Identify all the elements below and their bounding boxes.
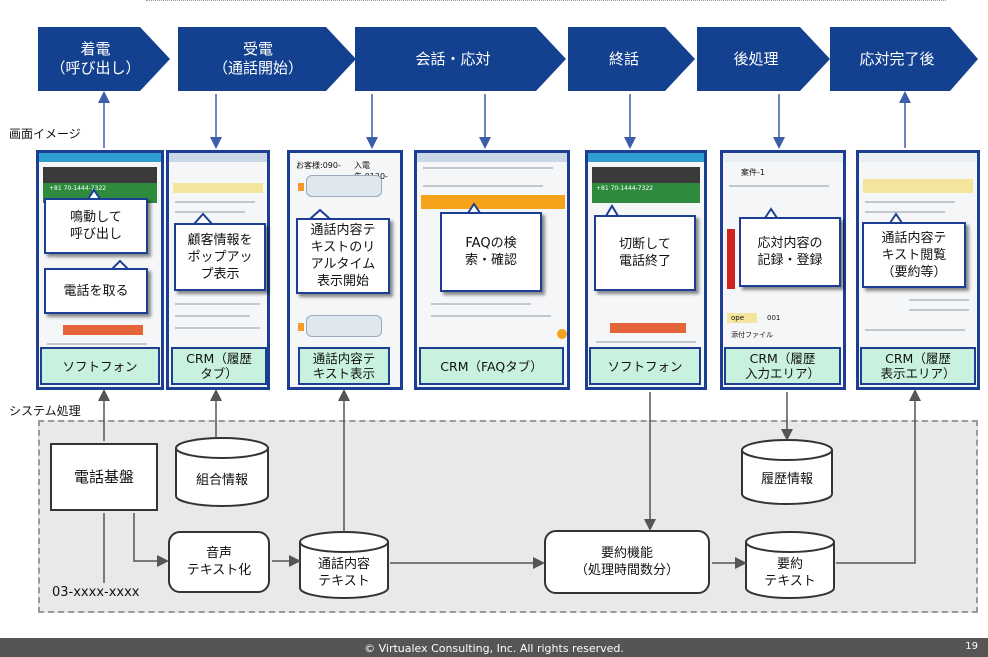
flow-step-hangup: 終話 [608,49,639,68]
flow-step-ringing: 着電 （呼び出し） [50,40,141,77]
summary-text-label: 要約 テキスト [764,557,816,589]
callout-review: 通話内容テ キスト閲覧 （要約等） [862,222,966,288]
flow-step-conversation: 会話・応対 [415,49,491,68]
system-process-label: システム処理 [9,404,81,418]
page-number: 19 [965,641,978,652]
s6-ope: ope [731,314,745,322]
label-softphone-1: ソフトフォン [40,347,160,385]
callout-ringing: 鳴動して 呼び出し [44,198,148,254]
flow-step-postprocess: 後処理 [733,49,779,68]
label-crm-faq-tab: CRM（FAQタブ） [419,347,564,385]
label-crm-history-input: CRM（履歴 入力エリア） [724,347,841,385]
label-transcript-display: 通話内容テ キスト表示 [298,347,390,385]
flow-step-answer: 受電 （通話開始） [212,40,303,77]
callout-faq: FAQの検 索・確認 [440,212,542,292]
cylinder-call-text [299,531,389,599]
node-phone-base: 電話基盤 [50,443,158,511]
callout-hangup: 切断して 電話終了 [594,215,696,291]
cylinders [175,437,835,599]
top-rule [146,0,946,2]
callout-record: 応対内容の 記録・登録 [739,217,841,287]
flow-chevrons [38,27,978,91]
screen-image-label: 画面イメージ [9,127,81,141]
flow-step-complete: 応対完了後 [859,49,935,68]
callout-realtime: 通話内容テ キストのリ アルタイム 表示開始 [296,218,390,294]
call-text-label: 通話内容 テキスト [317,557,370,589]
chevron-3 [355,27,566,91]
label-crm-history-tab: CRM（履歴 タブ） [171,347,267,385]
history-info-label: 履歴情報 [760,471,813,487]
label-crm-history-display: CRM（履歴 表示エリア） [860,347,976,385]
chevron-1 [38,27,170,91]
chevron-5 [697,27,830,91]
s6-ope-value: 001 [767,314,781,322]
cylinder-summary-text [745,531,835,599]
connectors [98,91,921,583]
s5-phone-number: +81 70-1444-7322 [596,185,654,192]
cylinder-union-info [175,437,269,507]
s6-attach: 添付ファイル [731,331,773,339]
s3-customer: お客様:090- [296,161,341,170]
s1-phone-number: +81 70-1444-7322 [49,185,107,192]
label-softphone-2: ソフトフォン [589,347,701,385]
node-stt: 音声 テキスト化 [168,531,270,593]
node-summarize: 要約機能 （処理時間数分） [544,530,710,594]
chevron-4 [568,27,695,91]
chevron-2 [178,27,356,91]
callout-take-call: 電話を取る [44,268,148,314]
callout-popup: 顧客情報を ポップアッ プ表示 [174,223,266,291]
copyright: © Virtualex Consulting, Inc. All rights … [364,642,624,655]
s6-case: 案件-1 [741,168,765,177]
union-info-label: 組合情報 [195,472,248,488]
chevron-6 [830,27,978,91]
phone-number-label: 03-xxxx-xxxx [52,585,140,600]
footer: © Virtualex Consulting, Inc. All rights … [0,638,988,657]
